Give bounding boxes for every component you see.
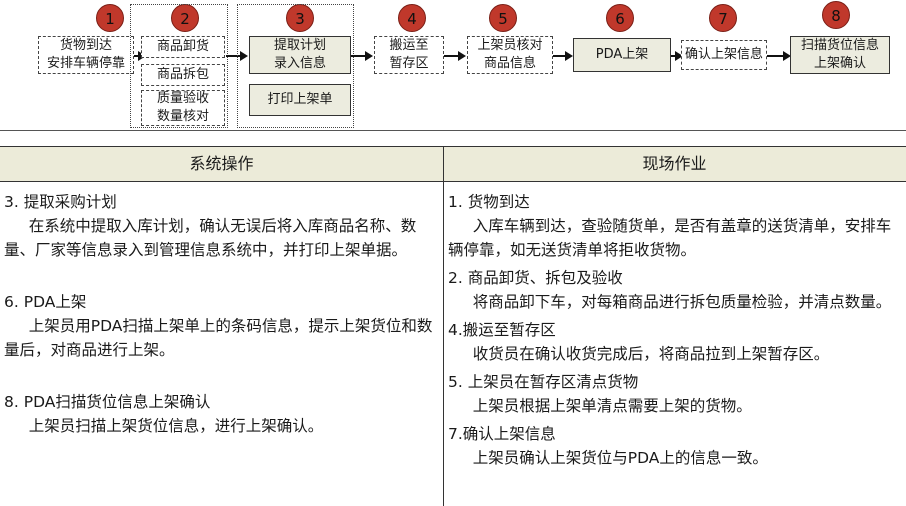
step-box-unload: 商品卸货 (141, 36, 225, 58)
item-title: 7.确认上架信息 (448, 425, 556, 443)
right-item: 4.搬运至暂存区 收货员在确认收货完成后，将商品拉到上架暂存区。 (448, 318, 902, 366)
step-number-5: 5 (489, 4, 517, 32)
step-box-pda-shelving: PDA上架 (573, 38, 671, 72)
operations-table: 系统操作 现场作业 3. 提取采购计划 在系统中提取入库计划，确认无误后将入库商… (0, 146, 906, 506)
step-box-extract-plan: 提取计划 录入信息 (249, 36, 351, 74)
item-title: 1. 货物到达 (448, 193, 530, 211)
box-line: 录入信息 (273, 56, 326, 71)
box-line: 打印上架单 (267, 92, 333, 107)
step-number-3: 3 (286, 4, 314, 32)
item-body: 入库车辆到达，查验随货单，是否有盖章的送货清单，安排车辆停靠，如无送货清单将拒收… (448, 217, 892, 259)
item-title: 2. 商品卸货、拆包及验收 (448, 269, 623, 287)
box-line: 商品信息 (483, 56, 536, 71)
divider-line (0, 130, 906, 131)
box-line: 确认上架信息 (684, 47, 763, 62)
flow-arrow (671, 51, 683, 61)
item-body: 上架员扫描上架货位信息，进行上架确认。 (28, 417, 324, 435)
step-number-1: 1 (96, 4, 124, 32)
step-number-7: 7 (709, 4, 737, 32)
flow-arrow (767, 51, 791, 61)
right-item: 5. 上架员在暂存区清点货物 上架员根据上架单清点需要上架的货物。 (448, 370, 902, 418)
step-box-unpack: 商品拆包 (141, 64, 225, 86)
right-item: 7.确认上架信息 上架员确认上架货位与PDA上的信息一致。 (448, 422, 902, 470)
step-box-confirm-info: 确认上架信息 (681, 40, 767, 70)
item-body: 上架员根据上架单清点需要上架的货物。 (472, 397, 752, 415)
item-title: 5. 上架员在暂存区清点货物 (448, 373, 639, 391)
left-item: 6. PDA上架 上架员用PDA扫描上架单上的条码信息，提示上架货位和数量后，对… (4, 290, 434, 362)
left-item: 8. PDA扫描货位信息上架确认 上架员扫描上架货位信息，进行上架确认。 (4, 390, 434, 438)
box-line: 安排车辆停靠 (46, 56, 125, 71)
box-line: 商品卸货 (156, 39, 209, 54)
system-operations-column: 3. 提取采购计划 在系统中提取入库计划，确认无误后将入库商品名称、数量、厂家等… (4, 182, 434, 438)
box-line: 暂存区 (389, 56, 429, 71)
step-group-3 (237, 4, 354, 128)
item-body: 在系统中提取入库计划，确认无误后将入库商品名称、数量、厂家等信息录入到管理信息系… (4, 217, 417, 259)
box-line: 上架员核对 (477, 38, 543, 53)
left-item: 3. 提取采购计划 在系统中提取入库计划，确认无误后将入库商品名称、数量、厂家等… (4, 190, 434, 262)
flow-arrow (444, 51, 466, 61)
step-box-arrival: 货物到达 安排车辆停靠 (38, 36, 134, 74)
box-line: 扫描货位信息 (800, 38, 879, 53)
step-box-print-sheet: 打印上架单 (249, 84, 351, 116)
box-line: 数量核对 (156, 109, 209, 124)
item-body: 收货员在确认收货完成后，将商品拉到上架暂存区。 (472, 345, 830, 363)
box-line: 货物到达 (59, 38, 112, 53)
column-divider (443, 146, 444, 506)
step-group-2 (130, 4, 228, 128)
step-box-move-staging: 搬运至 暂存区 (374, 36, 444, 74)
step-box-scan-confirm: 扫描货位信息 上架确认 (790, 36, 890, 74)
box-line: PDA上架 (595, 47, 649, 62)
box-line: 商品拆包 (156, 67, 209, 82)
flow-arrow (226, 51, 248, 61)
header-site-operations: 现场作业 (443, 146, 906, 182)
right-item: 1. 货物到达 入库车辆到达，查验随货单，是否有盖章的送货清单，安排车辆停靠，如… (448, 190, 902, 262)
box-line: 上架确认 (813, 56, 866, 71)
item-title: 4.搬运至暂存区 (448, 321, 556, 339)
box-line: 搬运至 (389, 38, 429, 53)
site-operations-column: 1. 货物到达 入库车辆到达，查验随货单，是否有盖章的送货清单，安排车辆停靠，如… (448, 182, 902, 470)
step-number-4: 4 (398, 4, 426, 32)
step-number-6: 6 (606, 4, 634, 32)
item-title: 3. 提取采购计划 (4, 193, 117, 211)
box-line: 质量验收 (156, 91, 209, 106)
flow-arrow (553, 51, 573, 61)
step-box-verify-goods: 上架员核对 商品信息 (467, 36, 553, 74)
process-flow-diagram: 1 货物到达 安排车辆停靠 2 商品卸货 商品拆包 质量验收 数量核对 3 提取… (0, 0, 906, 132)
right-item: 2. 商品卸货、拆包及验收 将商品卸下车，对每箱商品进行拆包质量检验，并清点数量… (448, 266, 902, 314)
step-number-2: 2 (171, 4, 199, 32)
item-title: 6. PDA上架 (4, 293, 87, 311)
header-system-operations: 系统操作 (0, 146, 443, 182)
item-body: 上架员用PDA扫描上架单上的条码信息，提示上架货位和数量后，对商品进行上架。 (4, 317, 433, 359)
box-line: 提取计划 (273, 38, 326, 53)
step-box-inspection: 质量验收 数量核对 (141, 90, 225, 126)
item-title: 8. PDA扫描货位信息上架确认 (4, 393, 211, 411)
step-number-8: 8 (822, 1, 850, 29)
item-body: 上架员确认上架货位与PDA上的信息一致。 (472, 449, 768, 467)
item-body: 将商品卸下车，对每箱商品进行拆包质量检验，并清点数量。 (472, 293, 892, 311)
flow-arrow (351, 51, 373, 61)
